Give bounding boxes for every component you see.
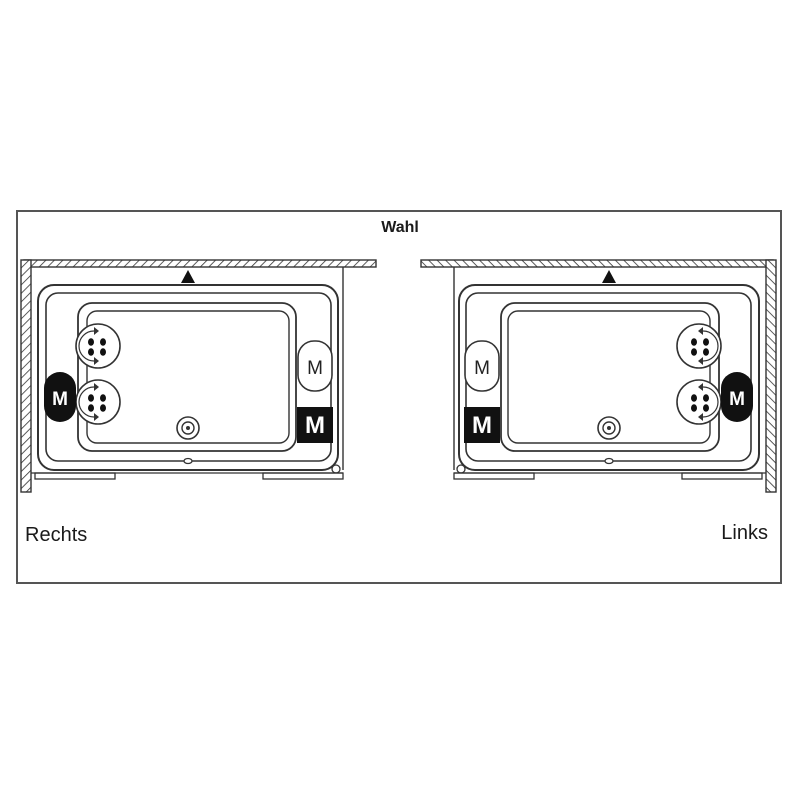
tub-links: M M M (421, 260, 777, 492)
option-label-links: Links (721, 522, 768, 544)
motor-mark: M (474, 358, 490, 379)
diagram-title: Wahl (381, 219, 419, 236)
motor-mark: M (52, 389, 68, 410)
motor-mark: M (307, 358, 323, 379)
motor-mark: M (472, 412, 492, 439)
option-label-rechts: Rechts (25, 524, 88, 546)
motor-mark: M (305, 412, 325, 439)
motor-mark: M (729, 389, 745, 410)
tub-rechts: M M M (20, 260, 376, 492)
selection-frame (16, 210, 782, 584)
